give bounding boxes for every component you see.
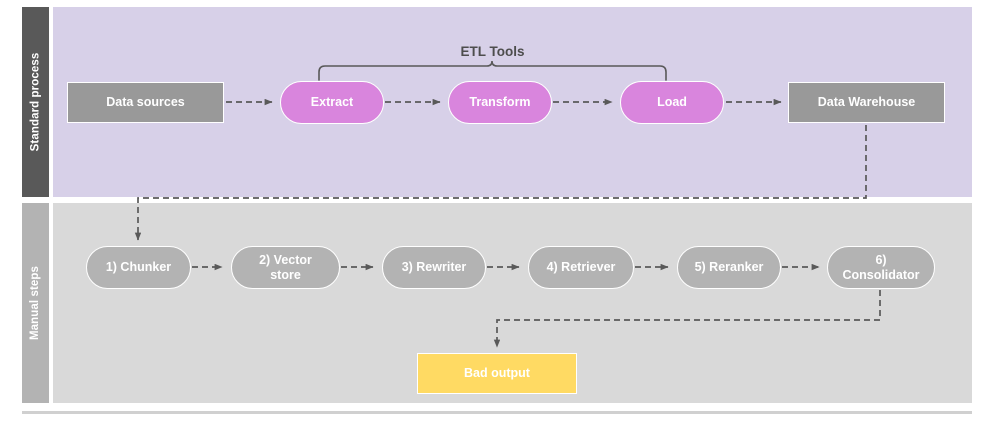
node-label: Data sources (106, 95, 185, 110)
node-bad-output[interactable]: Bad output (417, 353, 577, 394)
node-transform[interactable]: Transform (448, 81, 552, 124)
node-data-warehouse[interactable]: Data Warehouse (788, 82, 945, 123)
node-chunker[interactable]: 1) Chunker (86, 246, 191, 289)
node-label: 4) Retriever (546, 260, 616, 275)
lane-header-standard-process: Standard process (22, 7, 49, 197)
node-extract[interactable]: Extract (280, 81, 384, 124)
node-load[interactable]: Load (620, 81, 724, 124)
node-data-sources[interactable]: Data sources (67, 82, 224, 123)
node-label: Bad output (464, 366, 530, 381)
node-label: 2) Vector store (259, 253, 312, 282)
node-retriever[interactable]: 4) Retriever (528, 246, 634, 289)
node-label: Data Warehouse (817, 95, 916, 110)
node-vector-store[interactable]: 2) Vector store (231, 246, 340, 289)
lane-label-standard-process: Standard process (29, 52, 42, 152)
node-label: 6) Consolidator (842, 253, 920, 282)
node-label: Load (657, 95, 687, 110)
bottom-divider-rule (22, 411, 972, 414)
lane-header-manual-steps: Manual steps (22, 203, 49, 403)
node-label: 5) Reranker (694, 260, 764, 275)
node-label: 1) Chunker (105, 260, 172, 275)
node-label: 3) Rewriter (401, 260, 467, 275)
lane-label-manual-steps: Manual steps (29, 265, 42, 341)
etl-tools-label: ETL Tools (460, 44, 525, 59)
node-label: Extract (310, 95, 354, 110)
node-reranker[interactable]: 5) Reranker (677, 246, 781, 289)
node-label: Transform (469, 95, 531, 110)
node-consolidator[interactable]: 6) Consolidator (827, 246, 935, 289)
node-rewriter[interactable]: 3) Rewriter (382, 246, 486, 289)
